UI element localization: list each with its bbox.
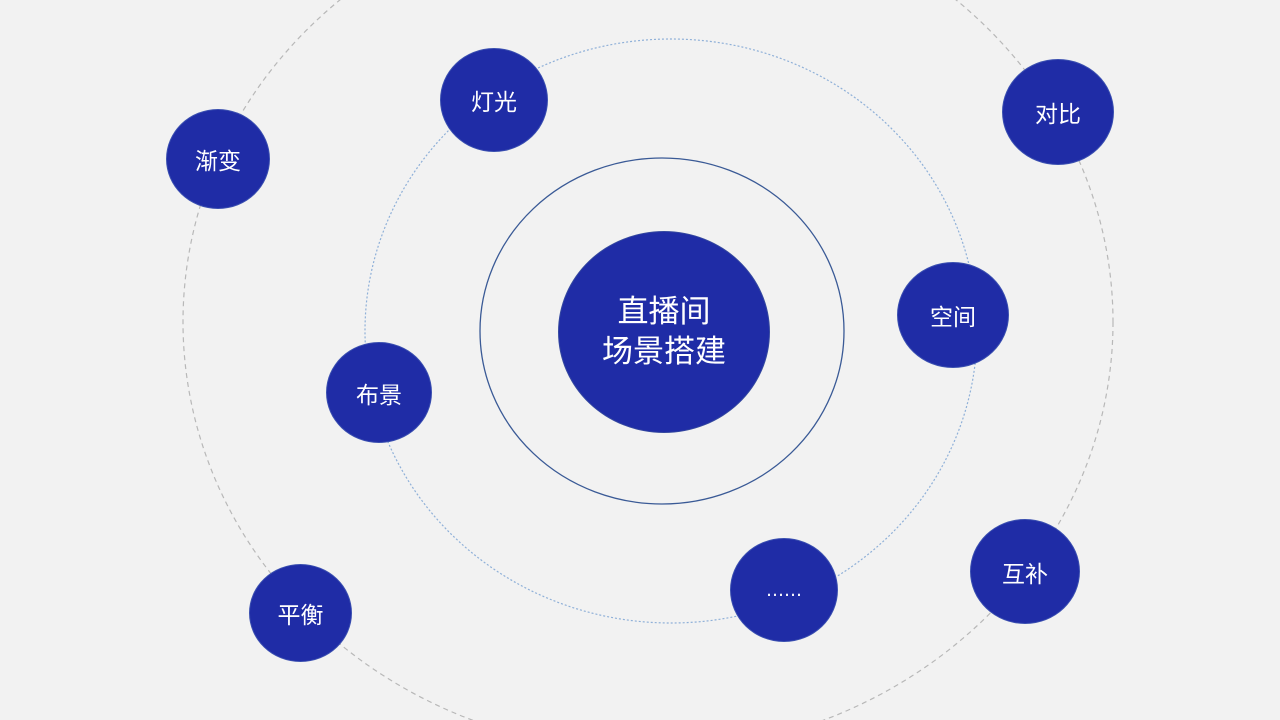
node-label: 互补 <box>1002 561 1048 588</box>
center-label-line2: 场景搭建 <box>602 334 726 370</box>
node-bujing: 布景 <box>326 342 432 443</box>
node-label: 灯光 <box>471 90 517 116</box>
node-hubu: 互补 <box>970 519 1080 624</box>
node-jianbian: 渐变 <box>166 109 270 209</box>
node-duibi: 对比 <box>1002 59 1114 165</box>
center-label-line1: 直播间 <box>617 294 711 330</box>
node-label: 布景 <box>356 382 402 409</box>
node-label: 空间 <box>930 305 976 331</box>
outer-orbit-ring <box>182 0 1114 720</box>
inner-orbit-ring <box>479 157 845 505</box>
node-label: …… <box>766 579 802 601</box>
node-label: 渐变 <box>195 149 241 175</box>
center-node: 直播间 场景搭建 <box>558 231 770 433</box>
node-label: 平衡 <box>277 603 324 629</box>
node-dengguang: 灯光 <box>440 48 548 152</box>
node-label: 对比 <box>1035 102 1081 128</box>
node-pingheng: 平衡 <box>249 564 352 662</box>
node-ellipsis: …… <box>730 538 838 642</box>
node-kongjian: 空间 <box>897 262 1009 368</box>
